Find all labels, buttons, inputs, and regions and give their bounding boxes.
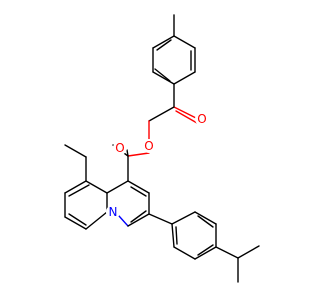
quinoline-nitrogen-atom: N (106, 205, 120, 219)
bond-15 (127, 152, 150, 157)
bond-27 (130, 210, 147, 223)
bond-47 (215, 246, 239, 259)
bond-26 (130, 186, 147, 197)
bond-11 (173, 106, 197, 119)
bond-13 (148, 106, 175, 122)
bond-layer (64, 14, 260, 283)
bond-45 (197, 244, 214, 256)
ketone-oxygen-atom: O (195, 112, 209, 126)
bond-4 (152, 71, 175, 85)
ester-oxygen-atom: O (142, 139, 156, 153)
bond-41 (194, 246, 217, 260)
bond-31 (64, 216, 87, 230)
bond-38 (171, 211, 196, 225)
bond-39 (194, 211, 217, 225)
bond-22 (118, 215, 129, 227)
molecule-canvas: O O O N (64, 14, 260, 283)
molecule-diagram: O O O N (64, 14, 260, 283)
bond-19 (106, 180, 129, 194)
bond-3 (173, 71, 196, 85)
bond-1 (173, 35, 196, 49)
bond-42 (173, 246, 196, 260)
bond-48 (237, 245, 260, 259)
bond-28 (85, 180, 108, 194)
bond-12 (175, 110, 198, 124)
ketone-oxygen-label: O (197, 112, 206, 126)
bond-34 (68, 213, 87, 226)
bond-8 (154, 68, 171, 82)
bond-6 (152, 35, 175, 49)
ester-carbonyl-oxygen-atom: O (113, 141, 127, 155)
bond-43 (171, 223, 175, 248)
bond-36 (64, 144, 87, 158)
ester-oxygen-label: O (144, 139, 153, 153)
quinoline-nitrogen-label: N (109, 205, 118, 219)
bond-29 (64, 180, 87, 194)
bond-9 (156, 39, 172, 51)
bond-25 (127, 180, 150, 194)
bond-17 (126, 149, 129, 157)
bond-46 (175, 226, 178, 245)
atom-label-layer: O O O N (106, 112, 209, 219)
bond-32 (85, 211, 108, 230)
bond-23 (127, 213, 150, 227)
bond-44 (197, 215, 214, 228)
bond-33 (68, 184, 90, 197)
ester-carbonyl-oxygen-label: O (115, 141, 124, 155)
bond-37 (148, 213, 173, 225)
